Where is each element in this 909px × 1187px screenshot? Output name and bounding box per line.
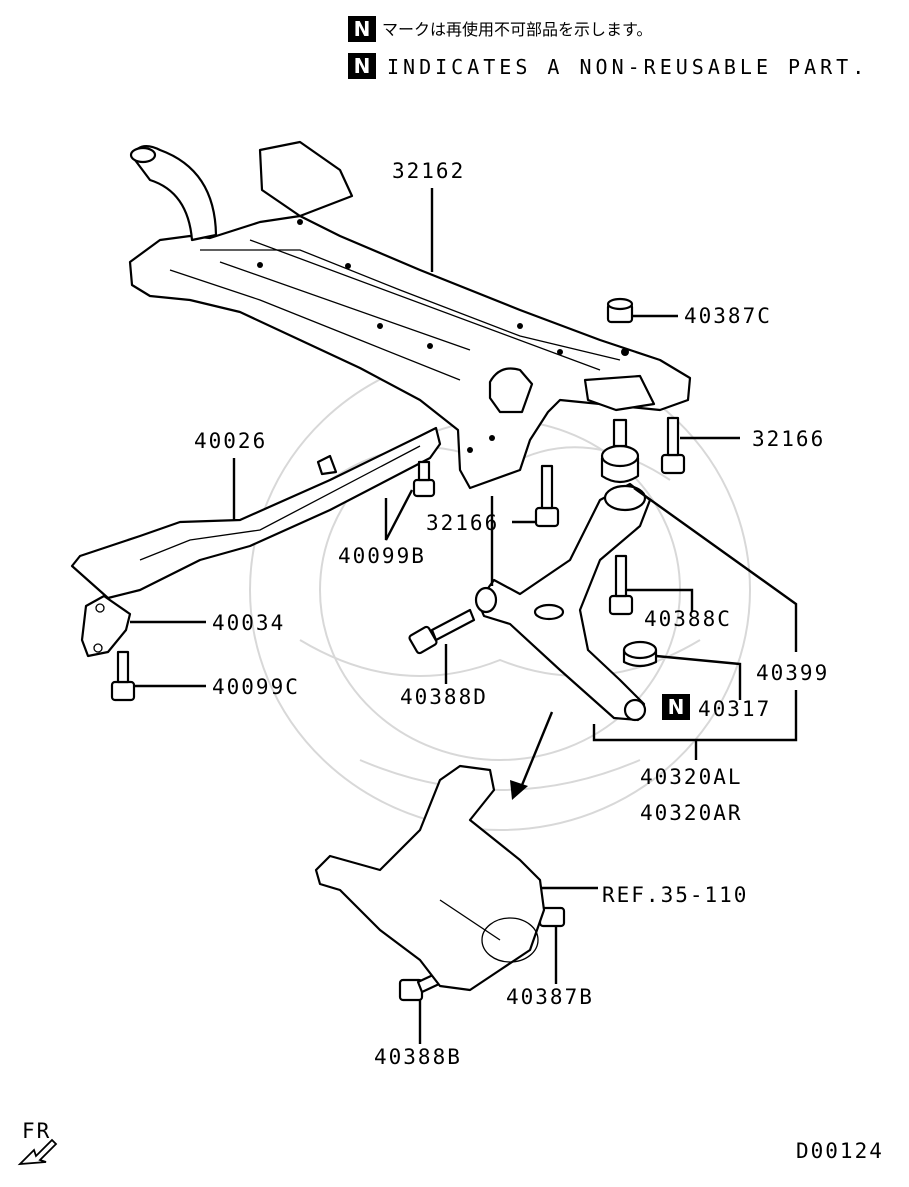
dust-cap-illustration: [622, 640, 658, 668]
callout-40388D: 40388D: [400, 685, 488, 709]
front-orientation-marker: FR: [17, 1119, 58, 1166]
bushing-illustration: [600, 418, 640, 484]
front-bar-illustration: [70, 426, 442, 600]
callout-40099C: 40099C: [212, 675, 300, 699]
callout-ref-35-110: REF.35-110: [602, 883, 748, 907]
badge-letter-jp: N: [354, 17, 371, 41]
lower-arm-illustration: [474, 482, 652, 722]
callout-40026: 40026: [194, 429, 267, 453]
callout-40387B: 40387B: [506, 985, 594, 1009]
callout-32166-right: 32166: [752, 427, 825, 451]
front-arrow-icon: [17, 1138, 58, 1166]
notice-jp-text: マークは再使用不可部品を示します。: [382, 20, 652, 39]
assembly-direction-arrow: [510, 711, 554, 800]
callout-40320AL: 40320AL: [640, 765, 743, 789]
non-reusable-badge-en: [348, 53, 376, 79]
callout-40317: 40317: [698, 697, 771, 721]
front-label: FR: [22, 1119, 51, 1143]
callout-40320AR: 40320AR: [640, 801, 743, 825]
callout-40399: 40399: [756, 661, 829, 685]
badge-letter-en: N: [354, 54, 371, 78]
bracket-illustration: [80, 594, 132, 658]
callout-32162: 32162: [392, 159, 465, 183]
non-reusable-badge-40317: [662, 694, 690, 720]
non-reusable-badge-jp: [348, 16, 376, 42]
crossmember-illustration: [128, 140, 692, 490]
fasteners: [110, 297, 686, 1002]
knuckle-illustration: [314, 764, 546, 992]
callout-40388C: 40388C: [644, 607, 732, 631]
notice-en-text: INDICATES A NON-REUSABLE PART.: [387, 55, 868, 79]
callout-40099B: 40099B: [338, 544, 426, 568]
callout-40388B: 40388B: [374, 1045, 462, 1069]
diagram-code: D00124: [796, 1139, 884, 1163]
callout-40387C: 40387C: [684, 304, 772, 328]
leader-lines: [130, 188, 798, 1044]
notice-block: N マークは再使用不可部品を示します。 N INDICATES A NON-RE…: [348, 16, 868, 79]
callout-32166-left: 32166: [426, 511, 499, 535]
callout-40034: 40034: [212, 611, 285, 635]
badge-letter-40317: N: [668, 695, 685, 719]
